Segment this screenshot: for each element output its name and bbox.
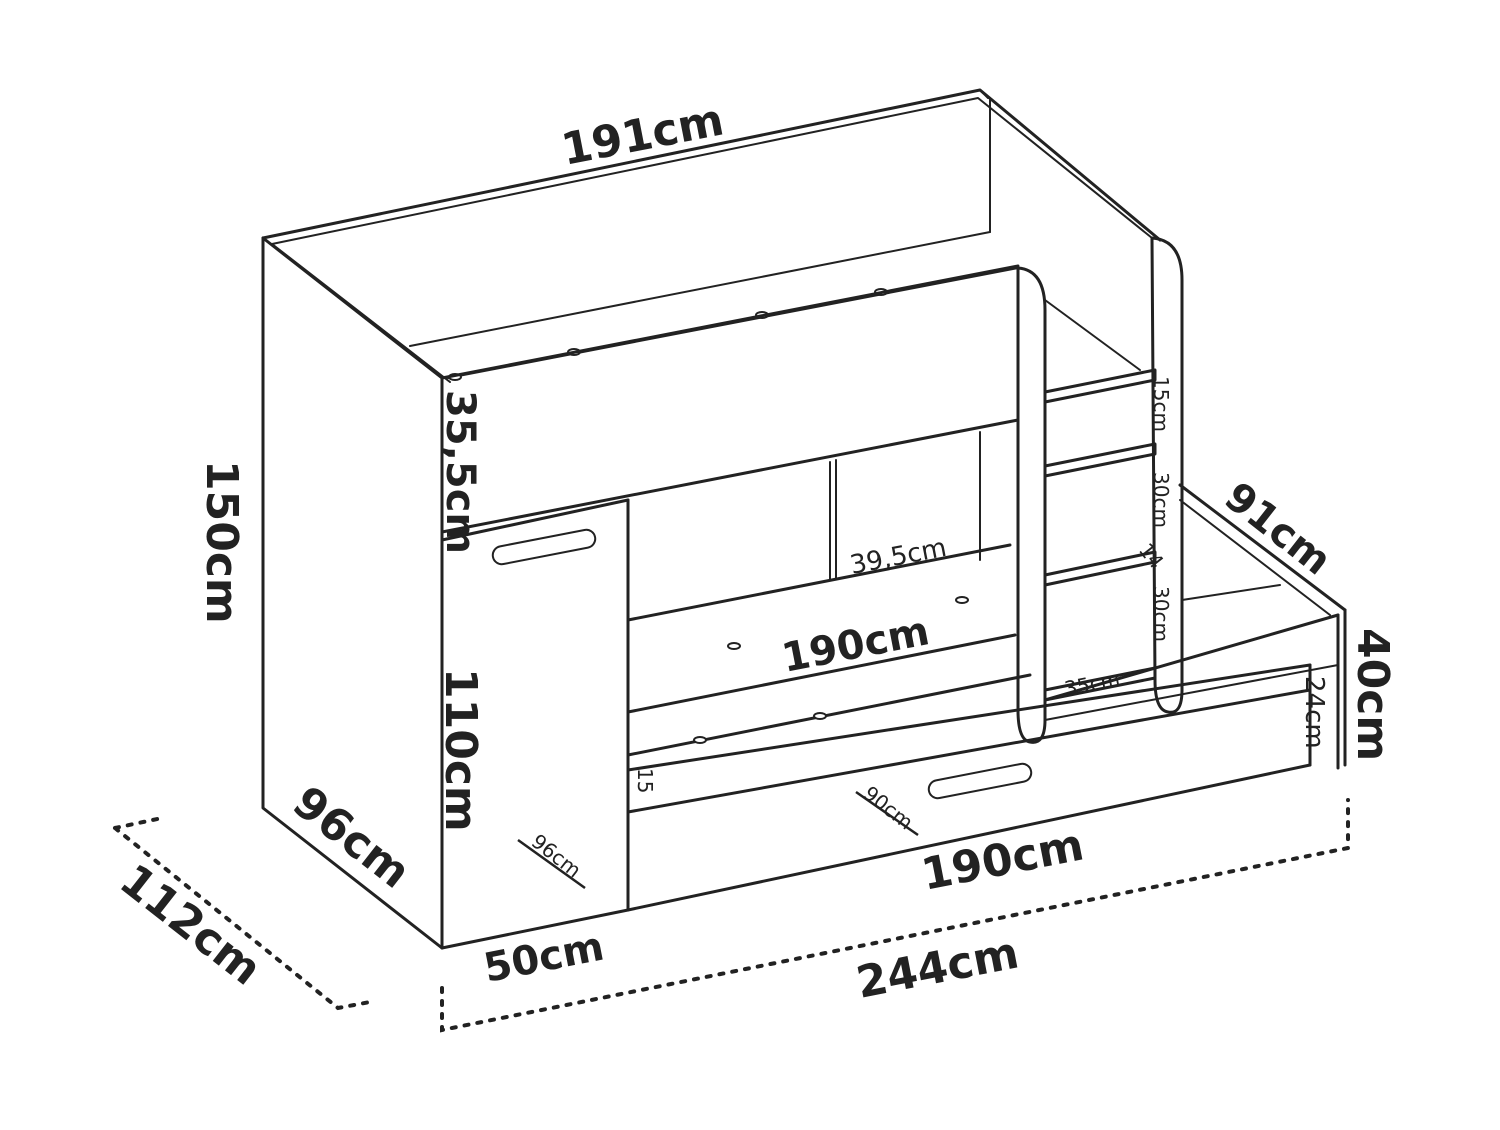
label-step-gap-1: 30cm [1149, 472, 1173, 528]
trundle-drawer [626, 663, 1312, 912]
ladder-step-2 [1043, 442, 1157, 478]
ladder-step-3 [1043, 550, 1157, 587]
back-right-edge [979, 89, 989, 99]
screw-hole [955, 596, 969, 604]
pullout-top-edge [1043, 613, 1340, 702]
ladder-step-4 [1043, 666, 1157, 702]
label-trundle-height: 40cm [1347, 628, 1398, 761]
pullout-frame [1043, 483, 1347, 770]
label-wardrobe-height: 110cm [435, 668, 486, 832]
left-end-inner [271, 243, 451, 383]
pullout-inner [1179, 499, 1331, 616]
label-step-gap-2: 30cm [1149, 586, 1173, 642]
ladder-rail-left [1016, 266, 1047, 744]
label-door-depth: 96cm [527, 829, 586, 882]
trundle-front-strip [626, 688, 1312, 814]
label-total-height: 150cm [196, 460, 247, 624]
door-depth-arrow-icon [517, 838, 586, 890]
length-dim-line [440, 798, 1350, 1033]
guard-bottom [440, 418, 1020, 534]
label-overall-depth: 112cm [110, 854, 270, 995]
left-end-panel [261, 236, 444, 950]
door-handle-icon [491, 528, 597, 566]
label-wardrobe-width: 50cm [480, 924, 608, 992]
label-step-thickness: 14 [1134, 538, 1169, 573]
back-inner-top [409, 231, 991, 347]
label-trundle-depth: 91cm [1216, 474, 1340, 585]
depth-dim-line [113, 816, 372, 1011]
drawer-handle-icon [927, 762, 1033, 800]
screw-hole [727, 642, 741, 650]
upper-bed-frame [261, 88, 1162, 950]
top-rim-inner [271, 97, 1153, 245]
lower-rail-top [626, 543, 1012, 622]
trundle-base [626, 763, 1312, 912]
label-lower-bed-length: 190cm [778, 608, 933, 682]
ladder [1016, 236, 1184, 744]
label-bed-gap: 15 [633, 768, 657, 793]
lower-frame-bottom [626, 673, 1032, 757]
label-opening-width: 39,5cm [848, 533, 949, 581]
drawer-depth-arrow-icon [855, 790, 919, 837]
lower-rail-bottom [626, 633, 1017, 714]
label-drawer-depth: 90cm [859, 781, 918, 834]
lower-bed [626, 431, 1032, 757]
guard-rail [440, 264, 1020, 950]
screw-hole [693, 736, 707, 744]
wardrobe-top [440, 498, 630, 542]
wardrobe [440, 498, 630, 950]
ladder-rail-right [1150, 236, 1184, 714]
ladder-step-1 [1043, 368, 1157, 404]
label-top-length: 191cm [557, 94, 728, 175]
label-step-gap-top: 15cm [1149, 376, 1173, 432]
trundle-front-top [626, 663, 1312, 772]
label-bed-depth: 96cm [283, 776, 419, 898]
label-overall-length: 244cm [852, 927, 1023, 1008]
ladder-back-edge [1044, 299, 1141, 371]
label-trundle-drawer-height: 24cm [1299, 676, 1329, 749]
pullout-mid [1044, 664, 1339, 721]
screw-hole [813, 712, 827, 720]
label-guard-height: 35,5cm [437, 390, 483, 554]
pullout-side-back [1178, 483, 1347, 612]
wardrobe-bottom [440, 908, 630, 950]
guard-top [440, 264, 1020, 380]
pullout-slat [1181, 584, 1281, 601]
